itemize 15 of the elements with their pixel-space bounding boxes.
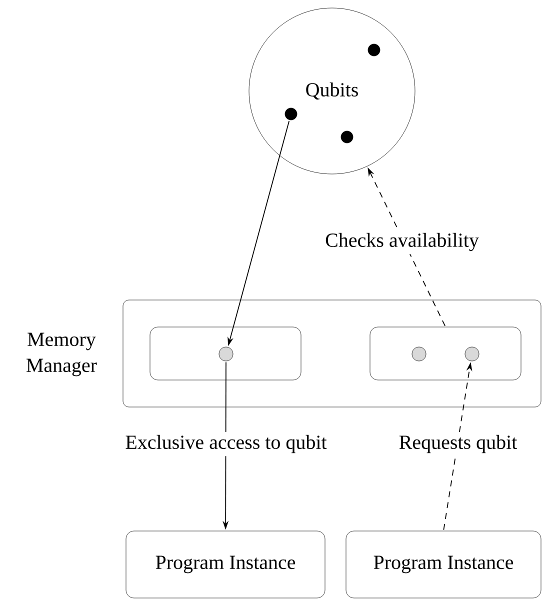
node-label: Memory Manager: [26, 332, 97, 376]
process-box: Program Instance: [346, 530, 542, 598]
qubit-dot: [368, 44, 380, 56]
process-box: Program Instance: [126, 530, 326, 598]
slot-dot: [464, 346, 480, 362]
slot-box: [370, 326, 522, 380]
edge-label: Requests qubit: [396, 432, 520, 456]
edge-label: Checks availability: [322, 230, 482, 254]
qubit-dot: [340, 130, 354, 144]
slot-dot: [218, 346, 234, 362]
edge-label: Exclusive access to qubit: [122, 432, 330, 456]
qubit-dot: [284, 108, 298, 120]
group-box: Memory Manager: [26, 300, 542, 408]
slot-box: [150, 326, 302, 380]
slot-dot: [412, 346, 426, 362]
